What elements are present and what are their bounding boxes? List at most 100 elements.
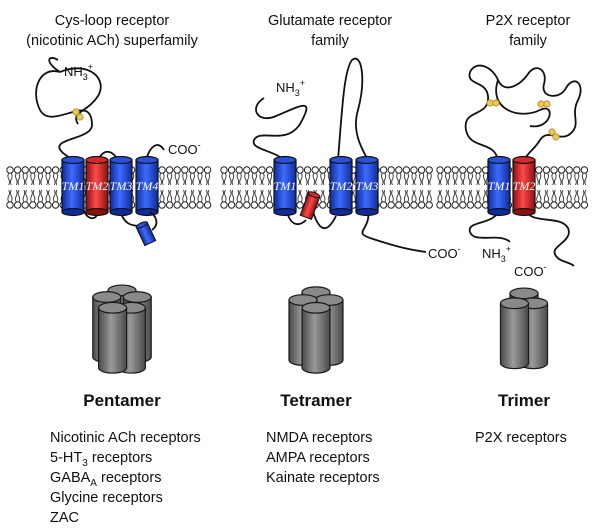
lipid-molecule xyxy=(402,189,411,209)
lipid-molecule xyxy=(466,166,475,186)
helix-tm3: TM3 xyxy=(355,155,379,217)
lipid-molecule xyxy=(557,189,566,209)
lipid-molecule xyxy=(243,166,251,186)
helix-tm1: TM1 xyxy=(61,155,85,217)
lipid-molecule xyxy=(379,166,388,186)
lipid-molecule xyxy=(542,189,551,209)
lipid-molecule xyxy=(243,189,251,209)
lipid-molecule xyxy=(51,166,60,186)
lipid-molecule xyxy=(165,166,174,186)
lipid-molecule xyxy=(436,166,444,186)
intracellular-helix xyxy=(135,221,157,247)
lipid-molecule xyxy=(387,166,395,186)
lipid-molecule xyxy=(580,166,589,186)
lipid-molecule xyxy=(319,189,327,209)
lipid-molecule xyxy=(265,166,274,186)
family-2-title-line2: family xyxy=(311,33,350,49)
family-2-n-terminus: NH3+ xyxy=(276,78,305,98)
lipid-molecule xyxy=(550,166,558,186)
lipid-molecule xyxy=(573,189,581,209)
tetramer-cluster-icon xyxy=(288,286,344,374)
lipid-molecule xyxy=(319,166,327,186)
family-3-members: P2X receptors xyxy=(475,430,567,446)
family-1-title-line1: Cys-loop receptor xyxy=(55,13,170,29)
lipid-molecule xyxy=(565,189,573,209)
member-item: P2X receptors xyxy=(475,430,567,446)
helix-tm1-label: TM1 xyxy=(62,179,85,193)
lipid-molecule xyxy=(395,189,403,209)
lipid-molecule xyxy=(181,189,189,209)
lipid-molecule xyxy=(258,189,266,209)
lipid-molecule xyxy=(402,166,411,186)
p-loop-helix xyxy=(299,191,321,220)
oligomer-label-pentamer: Pentamer xyxy=(83,391,161,410)
pentamer-cluster-icon xyxy=(92,284,152,374)
helix-tm2: TM2 xyxy=(85,155,109,217)
lipid-molecule xyxy=(425,166,433,186)
helix-tm2-label: TM2 xyxy=(513,179,536,193)
lipid-molecule xyxy=(395,166,403,186)
lipid-molecule xyxy=(451,166,459,186)
p2x-topology: TM1 TM2 NH3+ COO- xyxy=(464,64,582,279)
family-3-title-line2: family xyxy=(509,33,548,49)
helix-tm2: TM2 xyxy=(329,155,353,217)
family-3-c-terminus: COO- xyxy=(514,262,547,279)
lipid-molecule xyxy=(196,166,204,186)
lipid-molecule xyxy=(557,166,566,186)
helix-tm1-label: TM1 xyxy=(488,179,511,193)
lipid-molecule xyxy=(13,189,22,209)
p2x-chain xyxy=(464,64,582,267)
helix-tm4-label: TM4 xyxy=(136,179,159,193)
lipid-molecule xyxy=(542,166,551,186)
lipid-molecule xyxy=(44,166,52,186)
subunit-cylinder xyxy=(97,307,128,374)
family-1-members: Nicotinic ACh receptors 5-HT3 receptors … xyxy=(50,430,201,526)
lipid-molecule xyxy=(44,189,52,209)
lipid-molecule xyxy=(235,189,243,209)
lipid-molecule xyxy=(459,189,467,209)
lipid-molecule xyxy=(158,189,166,209)
lipid-molecule xyxy=(21,166,29,186)
lipid-molecule xyxy=(13,166,22,186)
disulfide-bond-icon xyxy=(486,99,500,107)
disulfide-bond-icon xyxy=(537,100,551,108)
oligomer-label-trimer: Trimer xyxy=(498,391,550,410)
lipid-molecule xyxy=(311,166,319,186)
lipid-molecule xyxy=(173,189,181,209)
lipid-molecule xyxy=(203,166,212,186)
helix-tm1: TM1 xyxy=(487,155,511,217)
lipid-molecule xyxy=(188,166,197,186)
lipid-molecule xyxy=(417,189,426,209)
helix-tm3-label: TM3 xyxy=(356,179,379,193)
member-item: Kainate receptors xyxy=(266,470,380,486)
lipid-molecule xyxy=(227,189,236,209)
lipid-molecule xyxy=(51,189,60,209)
lipid-molecule xyxy=(227,166,236,186)
lipid-molecule xyxy=(158,166,166,186)
family-1-title-line2: (nicotinic ACh) superfamily xyxy=(26,33,198,49)
lipid-molecule xyxy=(443,189,452,209)
glutamate-topology: TM1 TM2 TM3 NH3+ COO- xyxy=(252,57,461,261)
lipid-molecule xyxy=(6,189,14,209)
lipid-molecule xyxy=(443,166,452,186)
helix-tm3: TM3 xyxy=(109,155,133,217)
lipid-molecule xyxy=(580,189,589,209)
oligomer-label-tetramer: Tetramer xyxy=(280,391,352,410)
lipid-molecule xyxy=(410,166,418,186)
member-item: Glycine receptors xyxy=(50,490,163,506)
lipid-molecule xyxy=(535,189,543,209)
trimer-cluster-icon xyxy=(499,287,549,370)
lipid-molecule xyxy=(29,166,37,186)
lipid-molecule xyxy=(535,166,543,186)
subunit-cylinder xyxy=(499,302,530,370)
lipid-molecule xyxy=(250,166,259,186)
lipid-molecule xyxy=(21,189,29,209)
member-item: ZAC xyxy=(50,510,79,526)
lipid-molecule xyxy=(296,189,304,209)
subunit-cylinder-top xyxy=(97,301,128,314)
member-item: NMDA receptors xyxy=(266,430,372,446)
member-item: AMPA receptors xyxy=(266,450,370,466)
lipid-molecule xyxy=(436,189,444,209)
subunit-cylinder-top xyxy=(499,297,530,310)
